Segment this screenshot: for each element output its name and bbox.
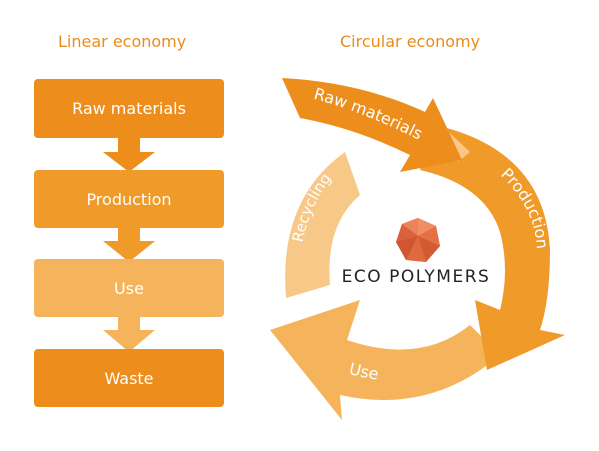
linear-economy-title: Linear economy xyxy=(58,32,187,51)
raw-materials-arrow xyxy=(282,78,462,172)
linear-step-use: Use xyxy=(34,259,224,317)
recycling-segment xyxy=(285,152,360,298)
linear-step-production: Production xyxy=(34,170,224,228)
production-segment xyxy=(420,125,565,370)
use-segment xyxy=(270,300,500,420)
circular-economy-title: Circular economy xyxy=(340,32,481,51)
eco-polymers-logo-icon xyxy=(396,218,440,262)
linear-step-label: Raw materials xyxy=(72,99,186,118)
linear-step-label: Waste xyxy=(104,368,154,388)
linear-step-raw-materials: Raw materials xyxy=(34,79,224,138)
linear-step-label: Production xyxy=(86,189,172,209)
linear-step-waste: Waste xyxy=(34,349,224,407)
eco-polymers-logo-text: ECO POLYMERS xyxy=(342,267,491,287)
linear-step-label: Use xyxy=(114,278,144,298)
